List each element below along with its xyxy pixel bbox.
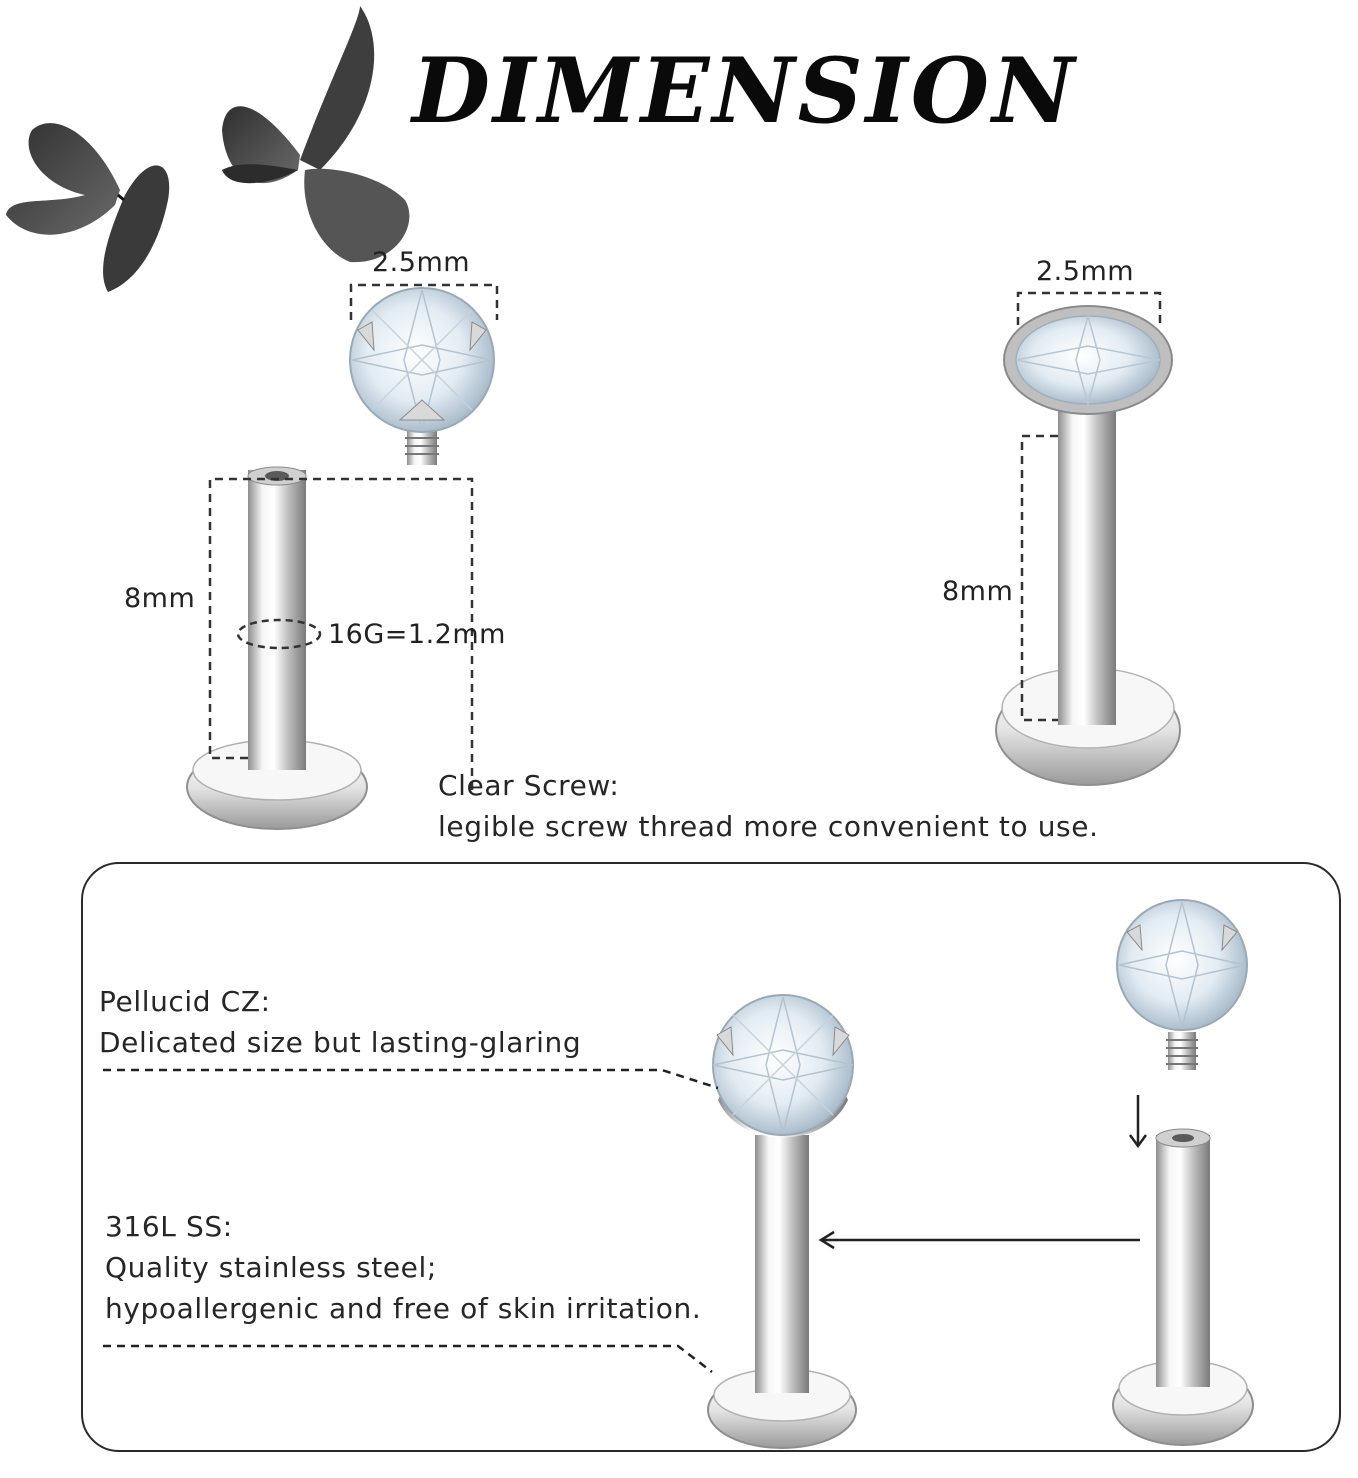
butterfly-small-icon [6, 123, 170, 292]
left-prong-top-image [349, 287, 495, 465]
steel-line-1: Quality stainless steel; [105, 1251, 437, 1284]
cz-body: Delicated size but lasting-glaring [99, 1026, 582, 1059]
left-width-bracket [349, 283, 499, 320]
page-title: DIMENSION [412, 38, 1078, 144]
right-width-label: 2.5mm [1036, 256, 1135, 287]
cz-heading: Pellucid CZ: [99, 985, 271, 1018]
separate-prong-top-image [1116, 899, 1248, 1070]
right-width-bracket [1016, 291, 1162, 325]
clear-screw-body: legible screw thread more convenient to … [438, 810, 1099, 843]
butterfly-large-icon [222, 6, 410, 263]
gauge-label: 16G=1.2mm [328, 619, 506, 650]
left-width-label: 2.5mm [372, 247, 471, 278]
cz-leader-line [103, 1068, 719, 1090]
assembled-stud-image [707, 994, 857, 1449]
steel-leader-line [103, 1344, 713, 1373]
left-length-label: 8mm [124, 583, 196, 614]
left-labret-post-image [186, 466, 368, 830]
clear-screw-note: Clear Screw: legible screw thread more c… [438, 765, 1099, 847]
steel-feature: 316L SS: Quality stainless steel; hypoal… [105, 1206, 701, 1329]
steel-heading: 316L SS: [105, 1210, 233, 1243]
right-length-label: 8mm [942, 576, 1014, 607]
down-arrow-icon [1128, 1095, 1148, 1149]
separate-post-image [1112, 1128, 1254, 1446]
steel-line-2: hypoallergenic and free of skin irritati… [105, 1292, 702, 1325]
features-panel [81, 862, 1341, 1452]
left-gauge-ring [236, 618, 322, 650]
cz-feature: Pellucid CZ: Delicated size but lasting-… [99, 981, 581, 1063]
right-length-bracket [1020, 434, 1058, 722]
right-bezel-post-image [995, 305, 1181, 786]
clear-screw-heading: Clear Screw: [438, 769, 620, 802]
left-arrow-icon [818, 1230, 1140, 1250]
